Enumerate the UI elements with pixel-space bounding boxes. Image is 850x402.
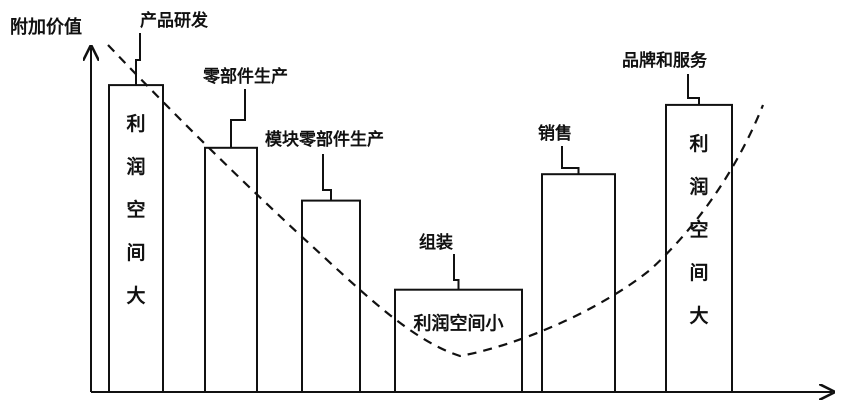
stage-bar xyxy=(108,84,164,393)
inner-text-char: 润 xyxy=(689,175,708,198)
stage-bar xyxy=(541,173,616,393)
inner-text: 利润空间小 xyxy=(414,313,504,335)
label-connector xyxy=(230,89,246,148)
inner-text-char: 大 xyxy=(689,304,708,327)
stage-label: 组装 xyxy=(419,232,453,253)
stage-label: 销售 xyxy=(538,123,572,144)
label-connector xyxy=(453,254,460,290)
stage-label: 产品研发 xyxy=(140,10,209,31)
y-axis-label: 附加价值 xyxy=(10,16,82,38)
inner-text-char: 利 xyxy=(689,133,708,155)
label-connector xyxy=(561,146,580,175)
label-connector xyxy=(322,154,332,201)
stage-bars xyxy=(108,84,733,394)
inner-text-char: 空 xyxy=(689,218,708,241)
stage-bar xyxy=(301,199,361,393)
inner-text-char: 大 xyxy=(126,284,145,307)
label-connector xyxy=(687,74,700,105)
stage-bar xyxy=(394,288,523,394)
stage-label: 模块零部件生产 xyxy=(265,129,384,150)
inner-text-char: 空 xyxy=(126,198,145,221)
label-connector xyxy=(135,33,141,86)
inner-text-char: 间 xyxy=(689,262,708,284)
stage-label: 零部件生产 xyxy=(202,66,288,87)
stage-bar xyxy=(204,146,258,393)
inner-text-char: 间 xyxy=(126,242,145,264)
inner-text-char: 利 xyxy=(126,113,145,135)
smile-curve xyxy=(107,44,765,358)
inner-text-char: 润 xyxy=(126,155,145,178)
stage-label: 品牌和服务 xyxy=(622,50,708,71)
stage-bar xyxy=(665,103,733,394)
